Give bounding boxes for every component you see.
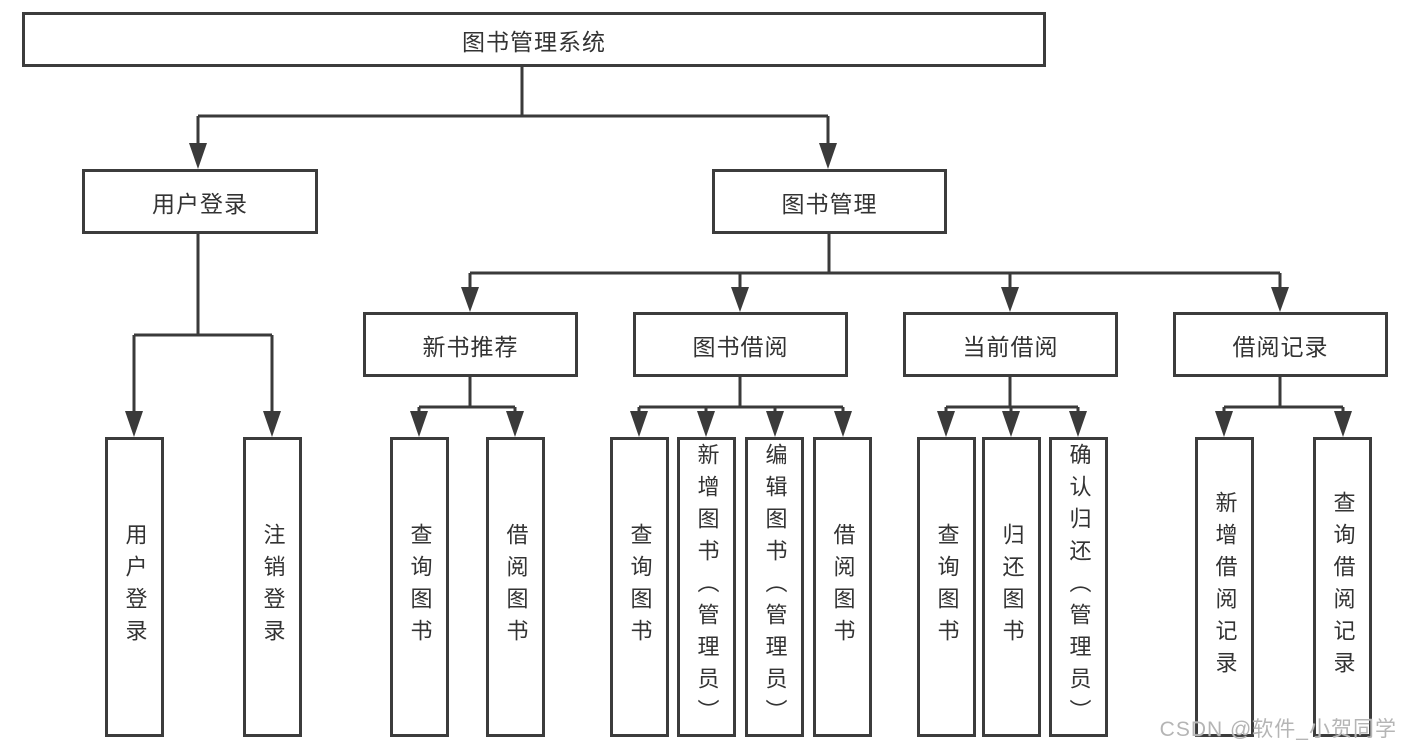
node-root: 图书管理系统 [22,12,1046,67]
leaf-borrow-borrow-book-label: 借阅图书 [830,523,856,651]
leaf-current-query-book: 查询图书 [917,437,976,737]
node-user-login-label: 用户登录 [152,190,248,217]
leaf-logout-label: 注销登录 [260,523,286,651]
leaf-borrow-add-book-admin: 新增图书（管理员） [677,437,736,737]
leaf-current-return-book-label: 归还图书 [999,523,1025,651]
leaf-recommend-borrow-book: 借阅图书 [486,437,545,737]
leaf-recommend-query-book: 查询图书 [390,437,449,737]
leaf-borrow-edit-book-admin-label: 编辑图书（管理员） [762,443,788,731]
leaf-borrow-edit-book-admin: 编辑图书（管理员） [745,437,804,737]
leaf-borrow-query-book-label: 查询图书 [627,523,653,651]
node-borrow-records: 借阅记录 [1173,312,1388,377]
connector-paths [132,67,1345,414]
leaf-current-confirm-return-admin: 确认归还（管理员） [1049,437,1108,737]
node-borrow-records-label: 借阅记录 [1232,333,1329,360]
node-book-borrow-label: 图书借阅 [692,333,789,360]
leaf-current-confirm-return-admin-label: 确认归还（管理员） [1066,443,1092,731]
leaf-records-add-record: 新增借阅记录 [1195,437,1254,737]
node-user-login: 用户登录 [82,169,318,234]
leaf-recommend-query-book-label: 查询图书 [407,523,433,651]
leaf-logout: 注销登录 [243,437,302,737]
arrowheads [125,143,1352,437]
node-new-book-recommend-label: 新书推荐 [422,333,519,360]
leaf-borrow-query-book: 查询图书 [610,437,669,737]
node-book-management: 图书管理 [712,169,947,234]
leaf-records-query-record-label: 查询借阅记录 [1330,491,1356,683]
leaf-user-login-label: 用户登录 [122,523,148,651]
node-new-book-recommend: 新书推荐 [363,312,578,377]
node-current-borrow: 当前借阅 [903,312,1118,377]
node-current-borrow-label: 当前借阅 [962,333,1059,360]
leaf-records-add-record-label: 新增借阅记录 [1212,491,1238,683]
node-book-management-label: 图书管理 [781,190,878,217]
leaf-current-query-book-label: 查询图书 [934,523,960,651]
leaf-records-query-record: 查询借阅记录 [1313,437,1372,737]
leaf-borrow-borrow-book: 借阅图书 [813,437,872,737]
watermark: CSDN @软件_小贺同学 [1159,718,1397,741]
node-book-borrow: 图书借阅 [633,312,848,377]
leaf-recommend-borrow-book-label: 借阅图书 [503,523,529,651]
leaf-current-return-book: 归还图书 [982,437,1041,737]
leaf-borrow-add-book-admin-label: 新增图书（管理员） [694,443,720,731]
node-root-label: 图书管理系统 [462,28,606,55]
leaf-user-login: 用户登录 [105,437,164,737]
